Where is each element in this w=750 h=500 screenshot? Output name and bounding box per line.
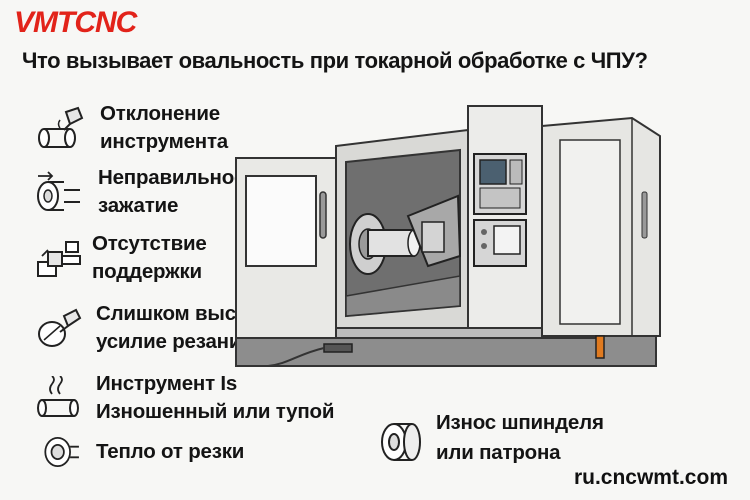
- spindle-icon: [381, 423, 421, 461]
- cause-no-support: Отсутствие поддержки: [34, 230, 207, 286]
- cause-tool-deflection: Отклонение инструмента: [34, 100, 228, 156]
- cause-label-line1: Отсутствие: [92, 232, 207, 255]
- cause-label-line2: усилие резания: [96, 330, 254, 353]
- clamping-icon: [37, 171, 80, 211]
- cause-label-line2: поддержки: [92, 260, 202, 283]
- cause-label-line1: Тепло от резки: [96, 440, 245, 463]
- cause-label-line2: инструмента: [100, 130, 228, 153]
- website-url: ru.cncwmt.com: [573, 466, 728, 489]
- cause-heat: Тепло от резки: [40, 430, 244, 474]
- cause-label-line1: Инструмент Is: [96, 372, 238, 395]
- cause-spindle-wear: Износ шпинделя или патрона: [436, 408, 604, 468]
- cutting-force-icon: [38, 308, 82, 347]
- cnc-lathe-illustration: [235, 105, 661, 367]
- cause-label-line1: Износ шпинделя: [436, 411, 604, 434]
- cause-clamping: Неправильное зажатие: [34, 164, 245, 220]
- cause-label-line2: или патрона: [436, 441, 561, 464]
- worn-tool-icon: [37, 376, 79, 417]
- heat-icon: [44, 436, 79, 468]
- brand-logo: VMTCNC: [14, 6, 137, 39]
- cause-label-line1: Неправильное: [98, 166, 246, 189]
- cause-label-line2: Изношенный или тупой: [96, 400, 335, 423]
- tool-deflection-icon: [38, 106, 84, 148]
- cause-worn-tool: Инструмент Is Изношенный или тупой: [34, 370, 334, 426]
- cause-label-line1: Отклонение: [100, 102, 220, 125]
- cause-label-line2: зажатие: [98, 194, 179, 217]
- page-title: Что вызывает овальность при токарной обр…: [22, 48, 648, 73]
- support-icon: [37, 241, 81, 277]
